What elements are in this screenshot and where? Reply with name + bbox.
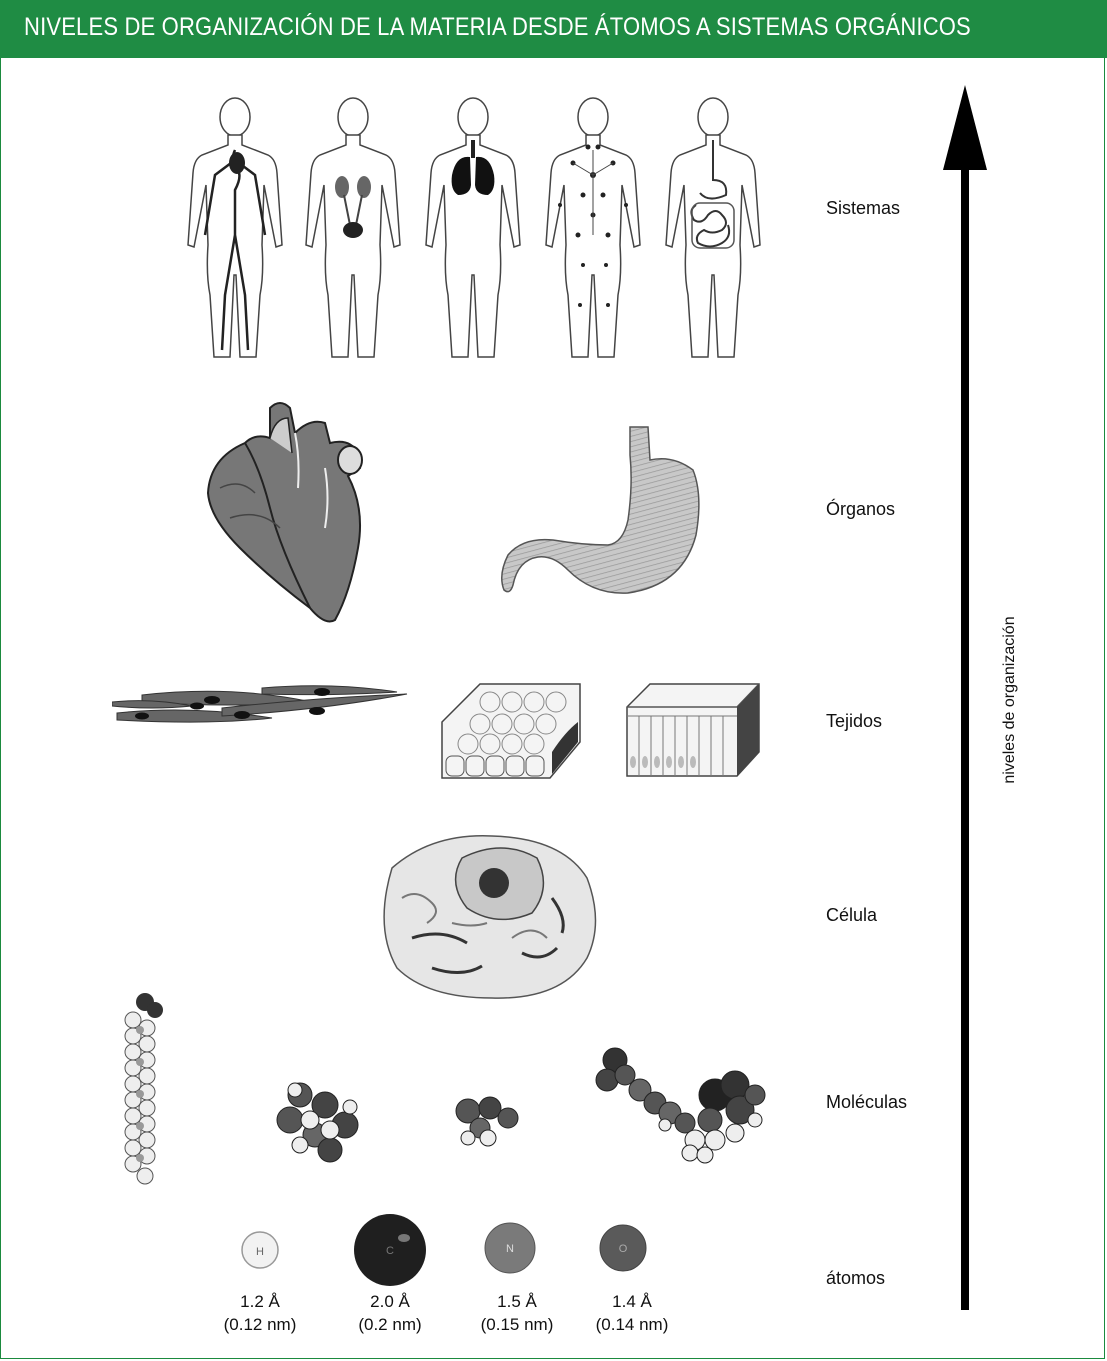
heart-illustration (200, 398, 380, 626)
level-label-sistemas: Sistemas (826, 198, 900, 219)
carbon-size-label: 2.0 Å (0.2 nm) (335, 1290, 445, 1336)
svg-text:H: H (256, 1246, 264, 1258)
svg-text:C: C (386, 1245, 394, 1257)
up-arrow-icon (940, 85, 990, 1310)
oxygen-atom-icon: O (597, 1222, 649, 1274)
axis-label: niveles de organización (1000, 690, 1020, 710)
amino-acid-molecule (450, 1093, 520, 1148)
epithelial-tissue-illustration (440, 682, 585, 780)
hydrogen-size-label: 1.2 Å (0.12 nm) (205, 1290, 315, 1336)
muscle-tissue-illustration (112, 680, 412, 725)
nucleotide-molecule (595, 1045, 770, 1165)
hydrogen-atom-icon: H (238, 1228, 282, 1272)
figure-title: NIVELES DE ORGANIZACIÓN DE LA MATERIA DE… (24, 13, 971, 42)
carbon-atom-icon: C (352, 1212, 428, 1288)
fatty-acid-molecule (115, 990, 170, 1195)
level-label-moleculas: Moléculas (826, 1092, 907, 1113)
level-label-tejidos: Tejidos (826, 711, 882, 732)
cell-illustration (372, 828, 604, 1004)
header-bar: NIVELES DE ORGANIZACIÓN DE LA MATERIA DE… (0, 0, 1107, 58)
glucose-molecule (270, 1075, 362, 1165)
svg-text:O: O (619, 1243, 628, 1255)
stomach-illustration (498, 425, 703, 605)
svg-text:N: N (506, 1243, 514, 1255)
nitrogen-size-label: 1.5 Å (0.15 nm) (462, 1290, 572, 1336)
nitrogen-atom-icon: N (482, 1220, 538, 1276)
level-label-organos: Órganos (826, 499, 895, 520)
level-label-celula: Célula (826, 905, 877, 926)
oxygen-size-label: 1.4 Å (0.14 nm) (577, 1290, 687, 1336)
columnar-tissue-illustration (625, 682, 761, 778)
body-systems-illustration (180, 95, 770, 365)
level-label-atomos: átomos (826, 1268, 885, 1289)
